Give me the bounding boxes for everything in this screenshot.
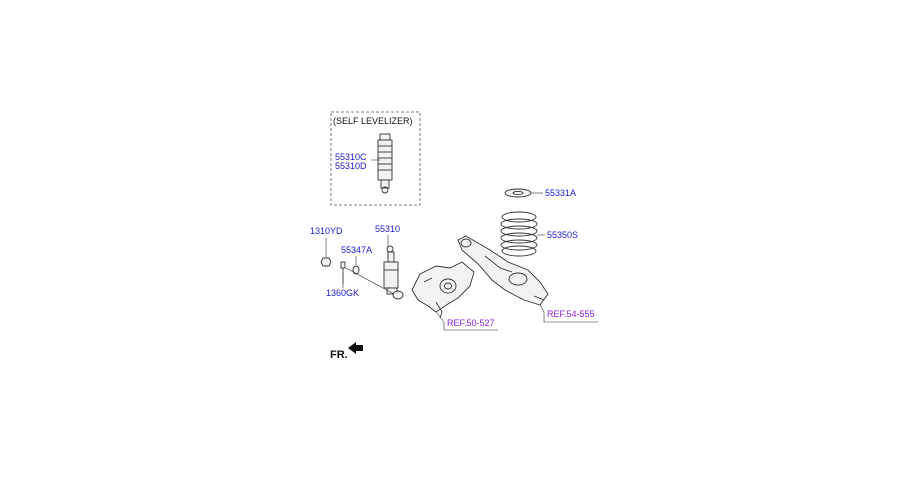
ref-54-555[interactable]: REF.54-555 [547, 309, 595, 319]
lower-control-arm [457, 235, 549, 306]
label-55331a[interactable]: 55331A [545, 188, 576, 198]
self-levelizer-title: (SELF LEVELIZER) [333, 116, 413, 126]
self-levelizer-shock [377, 133, 393, 194]
washer-55347a [352, 265, 360, 275]
front-label: FR. [330, 349, 348, 361]
spring-seat [504, 188, 532, 198]
bolt-1360gk [340, 261, 346, 284]
coil-spring [500, 211, 538, 257]
bolt-1310yd [320, 257, 332, 267]
self-levelizer-box [330, 111, 421, 206]
label-55350s[interactable]: 55350S [547, 230, 578, 240]
label-55310c[interactable]: 55310C [335, 152, 367, 162]
ref-50-527[interactable]: REF.50-527 [447, 318, 495, 328]
front-arrow-icon [348, 342, 363, 354]
label-1360gk[interactable]: 1360GK [326, 288, 359, 298]
label-55347a[interactable]: 55347A [341, 245, 372, 255]
shock-absorber [383, 245, 404, 300]
rear-knuckle [411, 261, 475, 319]
label-1310yd[interactable]: 1310YD [310, 226, 343, 236]
label-55310[interactable]: 55310 [375, 224, 400, 234]
label-55310d[interactable]: 55310D [335, 161, 367, 171]
